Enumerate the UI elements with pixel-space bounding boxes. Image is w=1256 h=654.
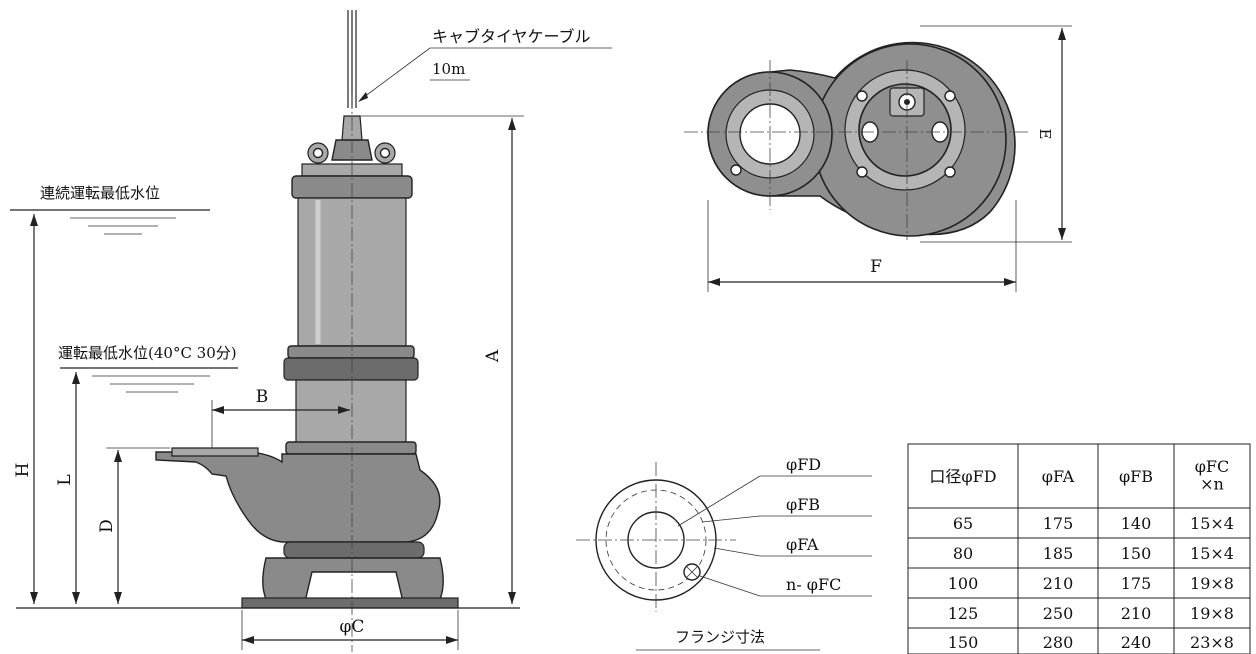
dim-C-label: φC xyxy=(340,617,365,637)
cable-length-label: 10m xyxy=(432,60,465,78)
svg-text:150: 150 xyxy=(1121,544,1152,563)
dimension-H: H xyxy=(13,214,38,604)
flange-caption: フランジ寸法 xyxy=(675,628,765,646)
discharge-flange xyxy=(171,447,259,457)
pump-side-view xyxy=(155,10,459,652)
svg-text:210: 210 xyxy=(1121,604,1152,623)
table-row: 150 280 240 23×8 xyxy=(948,633,1234,652)
table-row: 100 210 175 19×8 xyxy=(948,574,1234,593)
dimension-L: L xyxy=(55,372,80,604)
pump-casing xyxy=(155,451,441,543)
flange-table: 口径φFD φFA φFB φFC×n 65 175 140 15×4 80 1… xyxy=(907,443,1251,654)
dim-A-label: A xyxy=(483,349,503,363)
svg-text:23×8: 23×8 xyxy=(1190,633,1234,652)
mid-flange-top xyxy=(287,345,415,359)
table-row: 80 185 150 15×4 xyxy=(953,544,1234,563)
svg-text:125: 125 xyxy=(948,604,979,623)
svg-text:65: 65 xyxy=(953,514,973,533)
svg-text:185: 185 xyxy=(1043,544,1074,563)
lower-flange xyxy=(285,441,417,455)
stand-ring xyxy=(283,541,425,559)
dimension-C: φC xyxy=(241,610,459,650)
svg-text:250: 250 xyxy=(1043,604,1074,623)
table-header-fa: φFA xyxy=(1042,467,1075,486)
continuous-min-level-label: 連続運転最低水位 xyxy=(40,184,160,202)
table-row: 125 250 210 19×8 xyxy=(948,604,1234,623)
cable xyxy=(347,10,357,108)
dimension-B: B xyxy=(211,387,350,448)
motor-inner-circle xyxy=(858,83,952,177)
svg-text:210: 210 xyxy=(1043,574,1074,593)
cable-callout: キャブタイヤケーブル 10m xyxy=(358,27,612,102)
bearing-housing xyxy=(295,379,407,445)
mid-flange xyxy=(283,357,419,381)
cable-name-label: キャブタイヤケーブル xyxy=(432,27,591,46)
dim-B-label: B xyxy=(256,387,269,407)
discharge-bolt-hole xyxy=(730,164,742,176)
flange-FA-label: φFA xyxy=(786,535,819,554)
flange-FC-label: n- φFC xyxy=(786,575,841,594)
svg-text:15×4: 15×4 xyxy=(1190,544,1234,563)
table-border xyxy=(907,443,1251,654)
pump-plan-view xyxy=(684,41,1030,240)
dim-D-label: D xyxy=(97,519,117,533)
svg-text:175: 175 xyxy=(1043,514,1074,533)
dimension-E: E xyxy=(920,25,1072,243)
table-header-fc: φFC×n xyxy=(1195,457,1230,494)
water-level-40c: 運転最低水位(40°C 30分) xyxy=(58,344,238,393)
svg-text:19×8: 19×8 xyxy=(1190,574,1234,593)
svg-text:19×8: 19×8 xyxy=(1190,604,1234,623)
svg-text:175: 175 xyxy=(1121,574,1152,593)
dimension-D: D xyxy=(97,447,170,604)
flange-FB-label: φFB xyxy=(786,495,820,514)
table-header-bore: 口径φFD xyxy=(929,467,996,486)
flange-FD-label: φFD xyxy=(786,455,821,474)
flange-detail: φFD φFB φFA n- φFC フランジ寸法 xyxy=(576,455,872,651)
dim-E-label: E xyxy=(1036,129,1054,140)
table-header-fb: φFB xyxy=(1119,467,1153,486)
svg-text:280: 280 xyxy=(1043,633,1074,652)
min-level-40c-label: 運転最低水位(40°C 30分) xyxy=(58,344,237,362)
svg-text:15×4: 15×4 xyxy=(1190,514,1234,533)
svg-text:240: 240 xyxy=(1121,633,1152,652)
base-plate xyxy=(241,597,459,609)
dim-L-label: L xyxy=(55,474,75,485)
table-row: 65 175 140 15×4 xyxy=(953,514,1234,533)
dim-H-label: H xyxy=(13,463,33,478)
dim-F-label: F xyxy=(870,257,882,277)
svg-text:140: 140 xyxy=(1121,514,1152,533)
svg-text:100: 100 xyxy=(948,574,979,593)
svg-text:80: 80 xyxy=(953,544,973,563)
svg-text:150: 150 xyxy=(948,633,979,652)
dimension-A: A xyxy=(360,115,524,604)
dimension-F: F xyxy=(707,200,1017,292)
water-level-continuous: 連続運転最低水位 xyxy=(10,184,210,235)
